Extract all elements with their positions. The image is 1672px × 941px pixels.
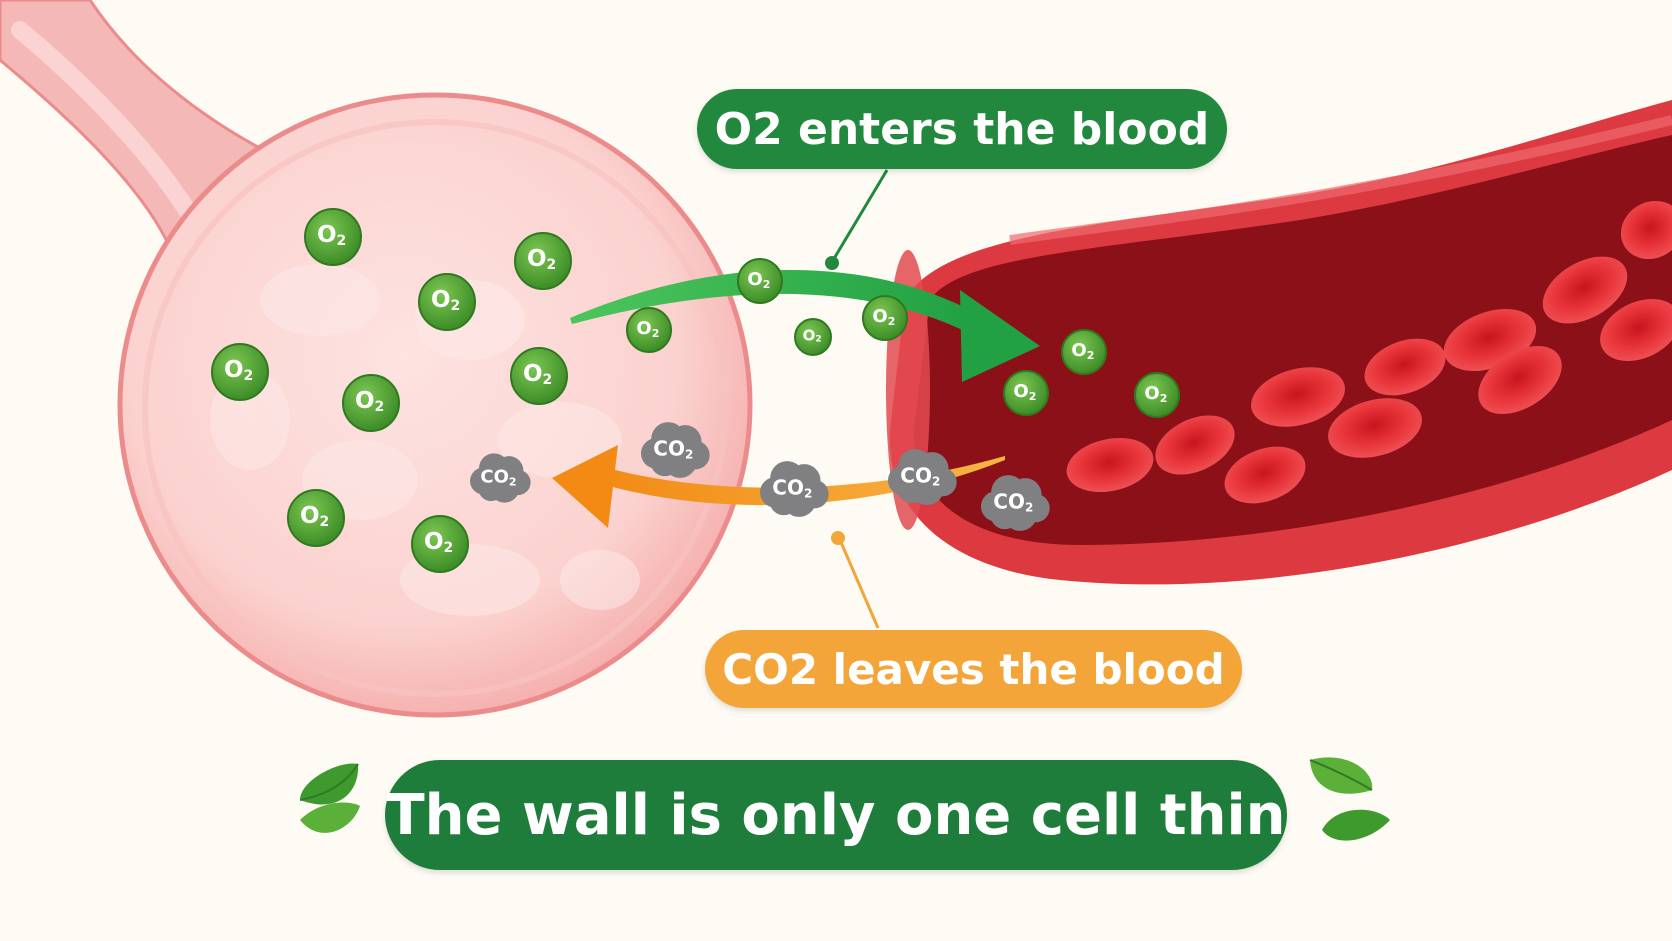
svg-text:O2: O2	[872, 306, 895, 328]
svg-text:CO2: CO2	[900, 463, 940, 488]
co2-molecule: CO2	[760, 461, 829, 517]
o2-molecule: O2	[626, 307, 672, 353]
bronchiole-highlight	[11, 21, 199, 224]
svg-text:O2: O2	[300, 503, 329, 530]
red-blood-cell	[1251, 367, 1345, 427]
svg-text:O2: O2	[527, 246, 556, 273]
svg-text:CO2: CO2	[772, 475, 812, 500]
red-blood-cell	[1155, 415, 1235, 475]
co2-arrow-shaft	[595, 456, 1005, 506]
red-blood-cell	[1600, 299, 1672, 361]
red-blood-cell	[1478, 345, 1562, 415]
o2-molecule: O2	[1134, 372, 1180, 418]
o2-molecule: O2	[418, 273, 476, 331]
co2-callout-connector	[838, 539, 880, 629]
co2-leaves-blood-callout: CO2 leaves the blood	[705, 630, 1242, 708]
co2-molecule: CO2	[888, 449, 957, 505]
svg-text:O2: O2	[224, 357, 253, 384]
red-blood-cell	[1620, 200, 1672, 260]
svg-text:CO2: CO2	[653, 436, 693, 461]
svg-text:O2: O2	[523, 361, 552, 388]
svg-text:O2: O2	[355, 388, 384, 415]
o2-molecule: O2	[1003, 370, 1049, 416]
o2-molecule: O2	[510, 347, 568, 405]
caption-banner: The wall is only one cell thin	[385, 760, 1287, 870]
o2-molecule: O2	[737, 258, 783, 304]
svg-text:O2: O2	[1144, 383, 1167, 405]
alveolus-inner-ring	[142, 119, 728, 697]
svg-text:O2: O2	[424, 529, 453, 556]
o2-callout-connector	[830, 169, 889, 263]
o2-molecule: O2	[862, 295, 908, 341]
svg-text:CO2: CO2	[480, 466, 516, 488]
red-blood-cell	[1066, 437, 1154, 493]
o2-molecule: O2	[287, 489, 345, 547]
o2-callout-dot	[825, 256, 839, 270]
o2-arrow-shaft	[570, 269, 985, 336]
o2-molecule: O2	[342, 374, 400, 432]
svg-text:O2: O2	[317, 222, 346, 249]
co2-arrow-head	[552, 445, 618, 528]
co2-callout-dot	[831, 531, 845, 545]
o2-molecule: O2	[411, 515, 469, 573]
left-leaf-icon	[299, 763, 360, 833]
co2-molecule: CO2	[981, 475, 1050, 531]
red-blood-cell	[1542, 256, 1628, 324]
o2-enters-blood-callout: O2 enters the blood	[697, 89, 1227, 169]
right-leaf-icon	[1309, 757, 1390, 841]
svg-text:CO2: CO2	[993, 489, 1033, 514]
o2-molecule: O2	[304, 208, 362, 266]
red-blood-cells	[1066, 200, 1672, 504]
red-blood-cell	[1224, 446, 1306, 504]
red-blood-cell	[1328, 398, 1422, 458]
o2-molecule: O2	[514, 232, 572, 290]
svg-text:O2: O2	[747, 269, 770, 291]
svg-text:O2: O2	[1071, 340, 1094, 362]
svg-text:O2: O2	[636, 318, 659, 340]
blood-vessel-outer-highlight	[1009, 115, 1672, 245]
o2-molecule: O2	[794, 318, 832, 356]
svg-text:O2: O2	[431, 287, 460, 314]
svg-text:O2: O2	[1013, 381, 1036, 403]
svg-text:O2: O2	[803, 327, 822, 345]
o2-molecule: O2	[211, 343, 269, 401]
red-blood-cell	[1364, 338, 1446, 396]
co2-molecule: CO2	[470, 453, 531, 503]
o2-arrow-head	[960, 290, 1040, 382]
co2-molecule: CO2	[641, 422, 710, 478]
o2-molecule: O2	[1061, 329, 1107, 375]
